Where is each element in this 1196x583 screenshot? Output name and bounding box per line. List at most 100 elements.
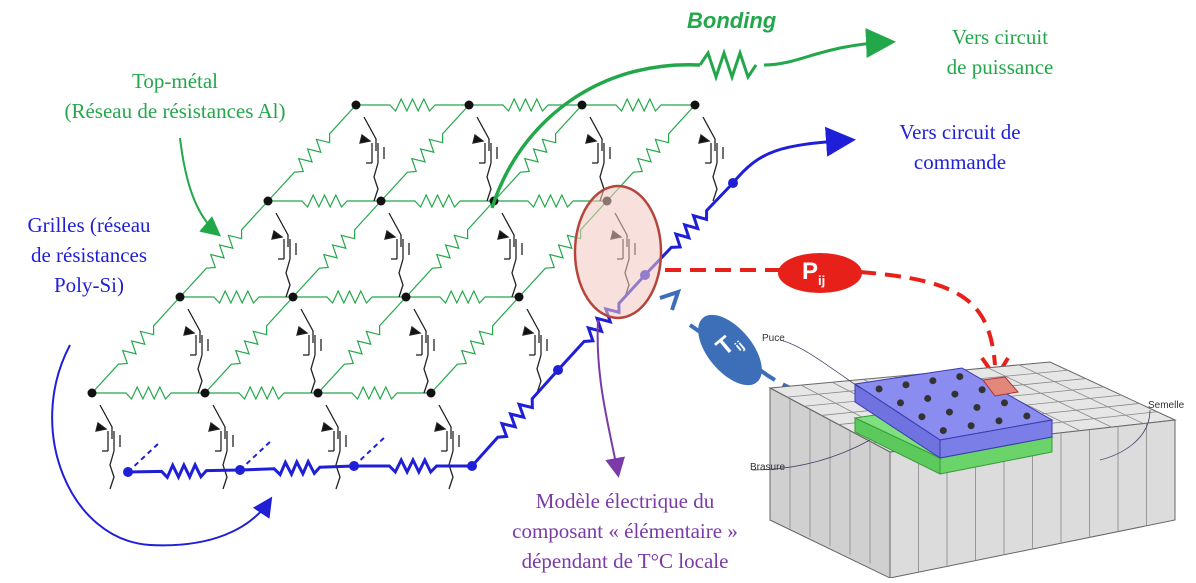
chip-cell-dot	[956, 373, 964, 381]
power-symbol: Pij	[802, 258, 825, 288]
igbt-symbol	[183, 308, 209, 394]
chip-cell-dot	[939, 427, 947, 435]
top-metal-resistor	[180, 289, 293, 305]
top-metal-resistor	[292, 200, 382, 298]
bonding-wire	[490, 63, 701, 209]
power-badge	[778, 253, 862, 293]
top-metal-resistor	[179, 200, 269, 298]
igbt-symbol	[585, 116, 611, 202]
igbt-symbol	[296, 308, 322, 394]
chip-label: Puce	[762, 333, 785, 344]
top-metal-resistor	[267, 104, 357, 202]
igbt-symbol	[208, 404, 234, 490]
chip-cell-dot	[1000, 399, 1008, 407]
gates-label: Grilles (réseau de résistances Poly-Si)	[4, 210, 174, 300]
gates-line1: Grilles (réseau	[27, 213, 151, 237]
power-circuit-line2: de puissance	[946, 55, 1054, 79]
chip-cell-dot	[875, 385, 883, 393]
igbt-symbol	[434, 404, 460, 490]
top-metal-resistor	[318, 385, 431, 401]
temperature-badge	[698, 314, 762, 386]
top-metal-resistor	[582, 97, 695, 113]
baseplate-label: Semelle	[1148, 400, 1185, 411]
top-metal-node	[577, 100, 587, 110]
gate-node	[467, 461, 477, 471]
power-circuit-line1: Vers circuit	[951, 25, 1049, 49]
chip-cell-dot	[978, 386, 986, 394]
mesh-line	[987, 367, 1112, 428]
gates-line2: de résistances	[30, 243, 148, 267]
chip-cell-dot	[945, 408, 953, 416]
top-metal-node	[351, 100, 361, 110]
chip-cell-dot	[951, 390, 959, 398]
igbt-symbol	[472, 116, 498, 202]
chip-right	[939, 419, 1053, 459]
top-metal-resistor	[268, 193, 381, 209]
top-metal-node	[514, 292, 524, 302]
model-label: Modèle électrique du composant « élément…	[480, 486, 770, 576]
model-line2: composant « élémentaire »	[512, 519, 738, 543]
thermal-model-3d	[751, 339, 1177, 579]
top-metal-node	[376, 196, 386, 206]
top-metal-node	[313, 388, 323, 398]
gate-resistor	[239, 458, 355, 478]
igbt-symbol	[522, 308, 548, 394]
top-metal-resistor	[381, 193, 494, 209]
top-metal-resistor	[293, 289, 406, 305]
gate-resistor-network	[123, 178, 738, 481]
solder-label: Brasure	[750, 462, 786, 473]
top-metal-resistor	[205, 385, 318, 401]
temperature-arrowhead	[659, 288, 682, 311]
top-metal-resistor	[606, 104, 696, 202]
baseplate-leader	[1099, 409, 1151, 461]
top-metal-node	[200, 388, 210, 398]
chip-cell-dot	[902, 381, 910, 389]
top-metal-node	[690, 100, 700, 110]
chip-cell-dot	[918, 413, 926, 421]
model-line3: dépendant de T°C locale	[521, 549, 729, 573]
model-arrow	[596, 319, 625, 478]
igbt-symbol	[698, 116, 724, 202]
chip-cell-dot	[896, 399, 904, 407]
gate-link	[239, 439, 273, 471]
top-metal-resistor	[493, 104, 583, 202]
chip-leader	[779, 339, 861, 389]
top-metal-resistor	[356, 97, 469, 113]
gates-arrow	[51, 344, 273, 547]
top-metal-resistor	[317, 296, 407, 394]
chip-cell-dot	[973, 403, 981, 411]
solder-leader	[751, 439, 871, 471]
command-circuit-line2: commande	[913, 150, 1007, 174]
command-circuit-line1: Vers circuit de	[899, 120, 1021, 144]
top-metal-line2: (Réseau de résistances Al)	[64, 99, 286, 123]
command-circuit-label: Vers circuit de commande	[860, 117, 1060, 177]
gate-link	[127, 441, 161, 473]
top-metal-resistor	[91, 296, 181, 394]
power-symbol-letter: P	[802, 258, 819, 285]
gate-resistor	[470, 368, 560, 468]
chip-cell-dot	[967, 422, 975, 430]
igbt-symbol	[384, 212, 410, 298]
power-circuit-label: Vers circuit de puissance	[905, 22, 1095, 82]
gates-line3: Poly-Si)	[53, 273, 124, 297]
model-line1: Modèle électrique du	[535, 489, 715, 513]
power-circuit-arrow	[763, 28, 896, 67]
top-metal-node	[87, 388, 97, 398]
top-metal-node	[401, 292, 411, 302]
igbt-symbol	[271, 212, 297, 298]
igbt-symbol	[497, 212, 523, 298]
top-metal-resistor	[92, 385, 205, 401]
chip-cell-dot	[995, 417, 1003, 425]
elementary-component-highlight	[573, 184, 663, 320]
top-metal-resistor	[430, 296, 520, 394]
chip-cell-dot	[929, 377, 937, 385]
top-metal-resistor	[469, 97, 582, 113]
bonding-label: Bonding	[687, 8, 777, 33]
transistor-array	[95, 116, 724, 490]
power-symbol-subscript: ij	[818, 272, 826, 288]
igbt-symbol	[95, 404, 121, 490]
gate-resistor	[643, 181, 735, 277]
top-metal-resistor	[380, 104, 470, 202]
